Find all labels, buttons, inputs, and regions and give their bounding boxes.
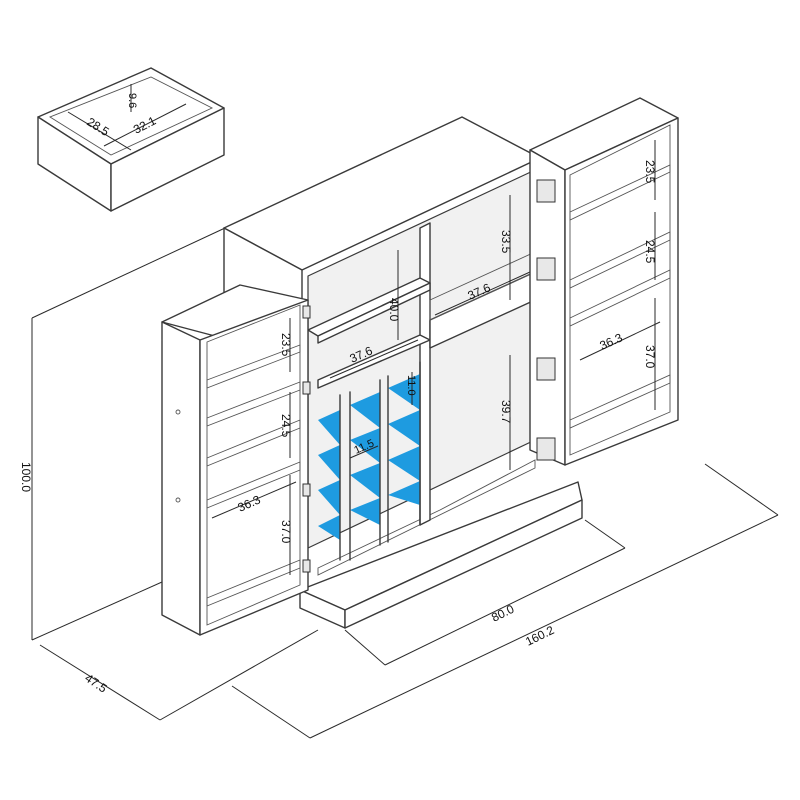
left-hinge: [302, 305, 311, 319]
depth-ext: [159, 629, 319, 721]
left-door-shelf: [206, 559, 301, 607]
drawer-height-label: 9.6: [126, 93, 138, 108]
drawer-depth-line: [67, 111, 132, 151]
right-door-shelf3-label: 37.0: [643, 345, 657, 369]
cabinet-body: [223, 116, 583, 629]
center-divider: [419, 222, 431, 526]
right-door-shelf2-label: 24.5: [643, 240, 657, 264]
left-door-shelf: [206, 381, 301, 427]
left-hinge: [302, 483, 311, 497]
width-closed-ext-right: [584, 519, 626, 549]
left-door-inner: [199, 299, 309, 636]
overall-width-open-label: 160.2: [523, 623, 556, 649]
height-ext-top: [31, 227, 226, 319]
right-door-inner: [564, 117, 679, 466]
right-hinge: [536, 257, 556, 281]
left-door-shelf: [206, 461, 301, 509]
overall-width-closed-label: 80.0: [489, 602, 516, 625]
right-hinge: [536, 357, 556, 381]
wine-cell: [318, 480, 340, 515]
left-door-shelf: [206, 344, 301, 389]
width-open-dim-line: [309, 514, 779, 739]
overall-height-label: 100.0: [19, 462, 33, 492]
drawer-inner-rim: [49, 76, 214, 156]
center-upper-left-height-label: 40.0: [387, 298, 401, 322]
left-door-outer-edge: [161, 321, 201, 636]
left-compartment-shelf-front: [317, 282, 431, 344]
drawer-front-right: [110, 107, 225, 212]
wine-cell: [388, 410, 420, 446]
left-door-inner-frame: [206, 304, 301, 626]
center-right-width-line: [434, 271, 531, 316]
wine-cell: [388, 481, 420, 505]
drawer: [37, 67, 225, 212]
wine-cell: [318, 515, 340, 540]
plinth-front: [344, 499, 583, 629]
left-door-hole: [175, 497, 181, 503]
wine-cell: [350, 392, 380, 428]
center-left-width-line: [329, 339, 419, 379]
wine-cell: [350, 428, 380, 463]
height-ext-bottom: [31, 581, 163, 641]
right-door-shelf: [569, 374, 671, 429]
center-dimension-lines: [329, 195, 531, 470]
wine-cell-width-line: [349, 445, 379, 459]
left-door-hole: [175, 409, 181, 415]
drawer-width-line: [103, 103, 187, 147]
right-hinge: [536, 437, 556, 461]
left-door-width-line: [211, 481, 297, 519]
right-door: [529, 97, 679, 466]
right-door-shelf: [569, 231, 671, 289]
right-door-shelf: [569, 164, 671, 221]
right-door-inner-frame: [569, 124, 671, 456]
overall-dimension-lines: [31, 227, 779, 739]
left-door-shelf3-label: 37.0: [279, 520, 293, 544]
left-hinge: [302, 559, 311, 573]
wine-cell: [350, 463, 380, 498]
wine-rack: [318, 361, 421, 561]
depth-dim-line: [39, 644, 161, 721]
center-lower-right-height-label: 39.7: [499, 400, 513, 424]
right-hinge: [536, 179, 556, 203]
left-door: [161, 284, 311, 636]
width-open-ext-left: [231, 685, 311, 739]
wine-cell: [350, 498, 380, 525]
left-door-shelf: [206, 419, 301, 467]
width-open-ext-right: [704, 463, 779, 516]
wine-cell-height-label: 11.0: [405, 375, 417, 396]
wine-cell: [318, 410, 340, 445]
wine-cell: [388, 446, 420, 481]
right-door-shelf: [569, 269, 671, 327]
left-door-shelf2-label: 24.5: [279, 414, 293, 438]
wine-cell: [318, 445, 340, 480]
width-closed-ext-left: [344, 629, 386, 666]
right-door-shelf1-label: 23.5: [643, 160, 657, 184]
right-door-width-line: [579, 321, 661, 361]
width-closed-dim-line: [384, 547, 626, 666]
left-door-shelf1-label: 23.5: [279, 333, 293, 357]
left-hinge: [302, 381, 311, 395]
center-upper-right-height-label: 33.5: [499, 230, 513, 254]
